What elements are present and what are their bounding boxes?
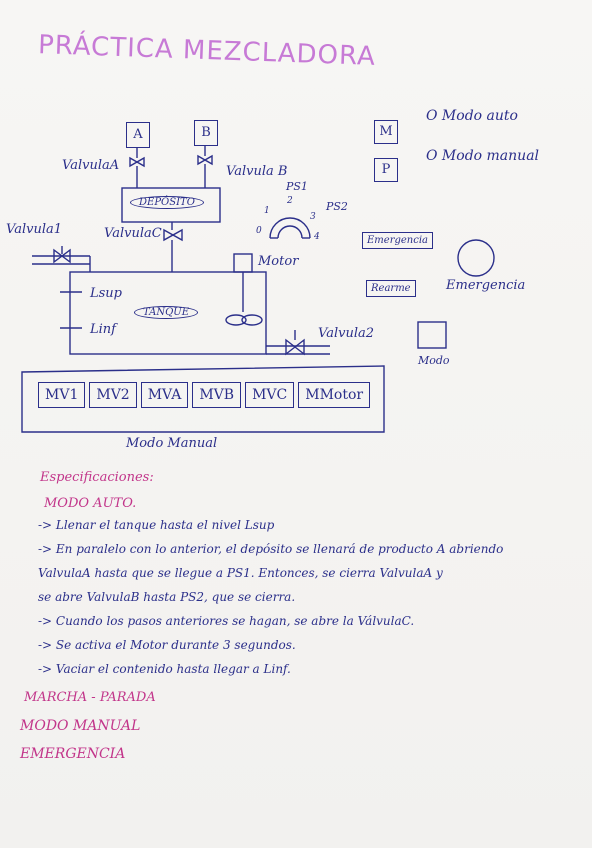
- emergency-button[interactable]: Emergencia: [362, 232, 434, 249]
- gauge-mark-3: 3: [310, 212, 316, 222]
- modo-indicator-label: Modo: [418, 354, 450, 367]
- mv1-button[interactable]: MV1: [38, 382, 86, 408]
- tank-b-box: B: [194, 120, 218, 146]
- tank-a-box: A: [126, 122, 150, 148]
- deposit-label: DEPÓSITO: [130, 196, 204, 209]
- rearme-button[interactable]: Rearme: [366, 280, 416, 297]
- spec-line-3: ValvulaA hasta que se llegue a PS1. Ento…: [38, 566, 443, 580]
- valve-c-label: ValvulaC: [104, 226, 162, 241]
- lsup-label: Lsup: [90, 286, 122, 301]
- emergencia-heading: EMERGENCIA: [20, 746, 126, 762]
- mvc-button[interactable]: MVC: [245, 382, 295, 408]
- specs-heading: Especificaciones:: [40, 470, 154, 485]
- marcha-button[interactable]: M: [374, 120, 398, 144]
- mva-button[interactable]: MVA: [140, 382, 189, 408]
- valve-1-label: Valvula1: [6, 222, 62, 237]
- marcha-parada-heading: MARCHA - PARADA: [24, 690, 156, 705]
- modo-manual-heading: MODO MANUAL: [20, 718, 141, 734]
- ps1-label: PS1: [286, 180, 308, 193]
- mv2-button[interactable]: MV2: [89, 382, 137, 408]
- spec-line-1: -> Llenar el tanque hasta el nivel Lsup: [38, 518, 275, 532]
- spec-line-5: -> Cuando los pasos anteriores se hagan,…: [38, 614, 415, 628]
- valve-2-label: Valvula2: [318, 326, 374, 341]
- valve-a-label: ValvulaA: [62, 158, 120, 173]
- manual-panel-caption: Modo Manual: [126, 436, 218, 451]
- manual-buttons-row: MV1 MV2 MVA MVB MVC MMotor: [38, 382, 371, 408]
- motor-label: Motor: [258, 254, 299, 269]
- tank-label: TANQUE: [134, 306, 199, 319]
- gauge-mark-2: 2: [287, 196, 293, 206]
- mvb-button[interactable]: MVB: [192, 382, 242, 408]
- spec-line-6: -> Se activa el Motor durante 3 segundos…: [38, 638, 296, 652]
- auto-mode-heading: MODO AUTO.: [44, 496, 137, 511]
- spec-line-7: -> Vaciar el contenido hasta llegar a Li…: [38, 662, 291, 676]
- parada-button[interactable]: P: [374, 158, 398, 182]
- gauge-mark-1: 1: [264, 206, 270, 216]
- mode-manual-option[interactable]: O Modo manual: [426, 148, 540, 164]
- ps2-label: PS2: [326, 200, 348, 213]
- gauge-mark-0: 0: [256, 226, 262, 236]
- spec-line-2: -> En paralelo con lo anterior, el depós…: [38, 542, 504, 556]
- emergency-indicator-label: Emergencia: [446, 278, 526, 293]
- linf-label: Linf: [90, 322, 116, 337]
- mmotor-button[interactable]: MMotor: [298, 382, 371, 408]
- gauge-mark-4: 4: [314, 232, 320, 242]
- mode-auto-option[interactable]: O Modo auto: [426, 108, 518, 124]
- valve-b-label: Valvula B: [226, 164, 288, 179]
- spec-line-4: se abre ValvulaB hasta PS2, que se cierr…: [38, 590, 296, 604]
